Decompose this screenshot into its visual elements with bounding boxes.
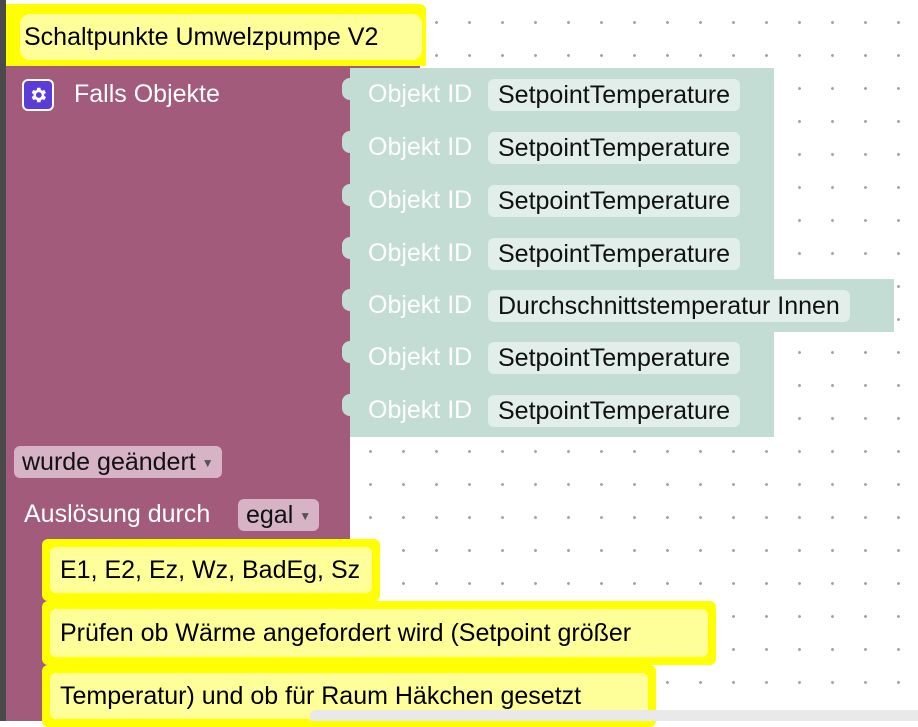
trigger-by-value: egal bbox=[246, 501, 294, 529]
trigger-type-dropdown[interactable]: wurde geändert ▼ bbox=[14, 446, 222, 478]
workspace-left-edge bbox=[0, 0, 6, 721]
script-title-comment[interactable]: Schaltpunkte Umwelzpumpe V2 bbox=[6, 4, 426, 66]
comment-text[interactable]: Prüfen ob Wärme angefordert wird (Setpoi… bbox=[50, 609, 708, 657]
dropdown-arrow-icon: ▼ bbox=[201, 456, 214, 471]
object-id-label: Objekt ID bbox=[368, 396, 473, 424]
object-connector bbox=[342, 237, 354, 259]
object-id-label: Objekt ID bbox=[368, 186, 473, 214]
comment-text[interactable]: E1, E2, Ez, Wz, BadEg, Sz bbox=[50, 547, 372, 593]
trigger-type-value: wurde geändert bbox=[22, 448, 196, 476]
object-id-block[interactable]: Objekt ID SetpointTemperature bbox=[342, 227, 774, 280]
object-id-value[interactable]: SetpointTemperature bbox=[488, 185, 741, 217]
script-title[interactable]: Schaltpunkte Umwelzpumpe V2 bbox=[20, 14, 422, 60]
object-id-block[interactable]: Objekt ID SetpointTemperature bbox=[342, 331, 774, 384]
horizontal-scrollbar[interactable] bbox=[310, 710, 918, 721]
object-connector bbox=[342, 394, 354, 416]
object-id-value[interactable]: SetpointTemperature bbox=[488, 132, 741, 164]
comment-block[interactable]: Prüfen ob Wärme angefordert wird (Setpoi… bbox=[42, 601, 716, 665]
object-connector bbox=[342, 289, 354, 311]
object-id-label: Objekt ID bbox=[368, 291, 473, 319]
gear-icon[interactable] bbox=[22, 79, 54, 111]
comment-block[interactable]: E1, E2, Ez, Wz, BadEg, Sz bbox=[42, 539, 380, 601]
object-id-value[interactable]: SetpointTemperature bbox=[488, 238, 741, 270]
object-id-label: Objekt ID bbox=[368, 343, 473, 371]
object-id-block[interactable]: Objekt ID Durchschnittstemperatur Innen bbox=[342, 279, 894, 332]
dropdown-arrow-icon: ▼ bbox=[299, 509, 312, 524]
object-id-label: Objekt ID bbox=[368, 133, 473, 161]
object-id-block[interactable]: Objekt ID SetpointTemperature bbox=[342, 384, 774, 437]
object-id-label: Objekt ID bbox=[368, 80, 473, 108]
object-id-value[interactable]: SetpointTemperature bbox=[488, 395, 741, 427]
object-id-block[interactable]: Objekt ID SetpointTemperature bbox=[342, 174, 774, 227]
object-id-value[interactable]: Durchschnittstemperatur Innen bbox=[488, 290, 850, 322]
object-id-block[interactable]: Objekt ID SetpointTemperature bbox=[342, 121, 774, 174]
object-id-value[interactable]: SetpointTemperature bbox=[488, 79, 741, 111]
object-connector bbox=[342, 341, 354, 363]
trigger-by-dropdown[interactable]: egal ▼ bbox=[238, 499, 320, 531]
object-connector bbox=[342, 184, 354, 206]
object-id-block[interactable]: Objekt ID SetpointTemperature bbox=[342, 68, 774, 121]
falls-objekte-label: Falls Objekte bbox=[74, 80, 220, 108]
object-id-value[interactable]: SetpointTemperature bbox=[488, 342, 741, 374]
ausloesung-label: Auslösung durch bbox=[24, 500, 211, 528]
object-id-label: Objekt ID bbox=[368, 239, 473, 267]
object-connector bbox=[342, 131, 354, 153]
object-connector bbox=[342, 78, 354, 100]
